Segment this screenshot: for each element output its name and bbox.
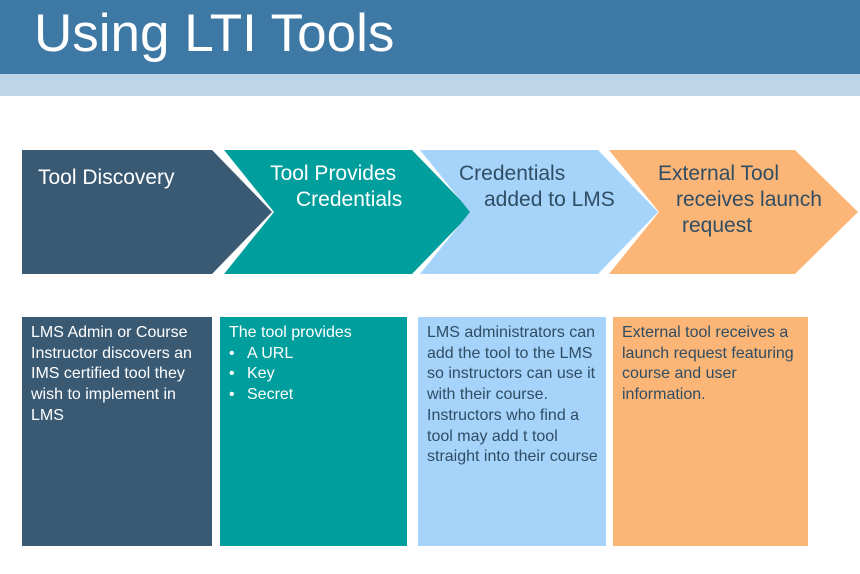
step-3-detail-box: LMS administrators can add the tool to t…: [418, 317, 606, 546]
step-1-chevron: [22, 150, 272, 274]
step-2-detail-intro: The tool provides: [229, 324, 352, 341]
title-underline-stripe: [0, 74, 860, 96]
slide-title: Using LTI Tools: [34, 4, 395, 63]
step-2-detail-box: The tool provides A URL Key Secret: [220, 317, 407, 546]
title-bar: Using LTI Tools: [0, 0, 860, 74]
step-4-detail-text: External tool receives a launch request …: [622, 324, 794, 404]
step-2-title: Tool Provides Credentials: [264, 161, 402, 213]
step-2-title-line-2: Credentials: [296, 188, 403, 211]
step-4-title-line-1: External Tool: [658, 162, 780, 185]
list-item: A URL: [229, 344, 399, 365]
step-3-detail-text: LMS administrators can add the tool to t…: [427, 324, 598, 466]
step-1-title-line-1: Tool Discovery: [38, 166, 175, 189]
step-4-title-line-3: request: [682, 214, 753, 237]
step-2-detail-list: A URL Key Secret: [229, 344, 399, 406]
list-item: Key: [229, 364, 399, 385]
step-4-detail-box: External tool receives a launch request …: [613, 317, 808, 546]
step-4-title: External Tool receives launch request: [658, 161, 822, 239]
step-3-chevron: [420, 150, 658, 274]
step-2-chevron: [224, 150, 472, 274]
step-1-detail-box: LMS Admin or Course Instructor discovers…: [22, 317, 212, 546]
step-1-title: Tool Discovery: [38, 165, 175, 191]
step-4-chevron: [609, 150, 858, 274]
step-2-title-line-1: Tool Provides: [270, 162, 397, 185]
step-3-title-line-1: Credentials: [459, 162, 566, 185]
step-3-title: Credentials added to LMS: [459, 161, 615, 213]
step-1-detail-text: LMS Admin or Course Instructor discovers…: [31, 324, 192, 424]
step-4-title-line-2: receives launch: [676, 188, 822, 211]
list-item: Secret: [229, 385, 399, 406]
step-3-title-line-2: added to LMS: [484, 188, 615, 211]
